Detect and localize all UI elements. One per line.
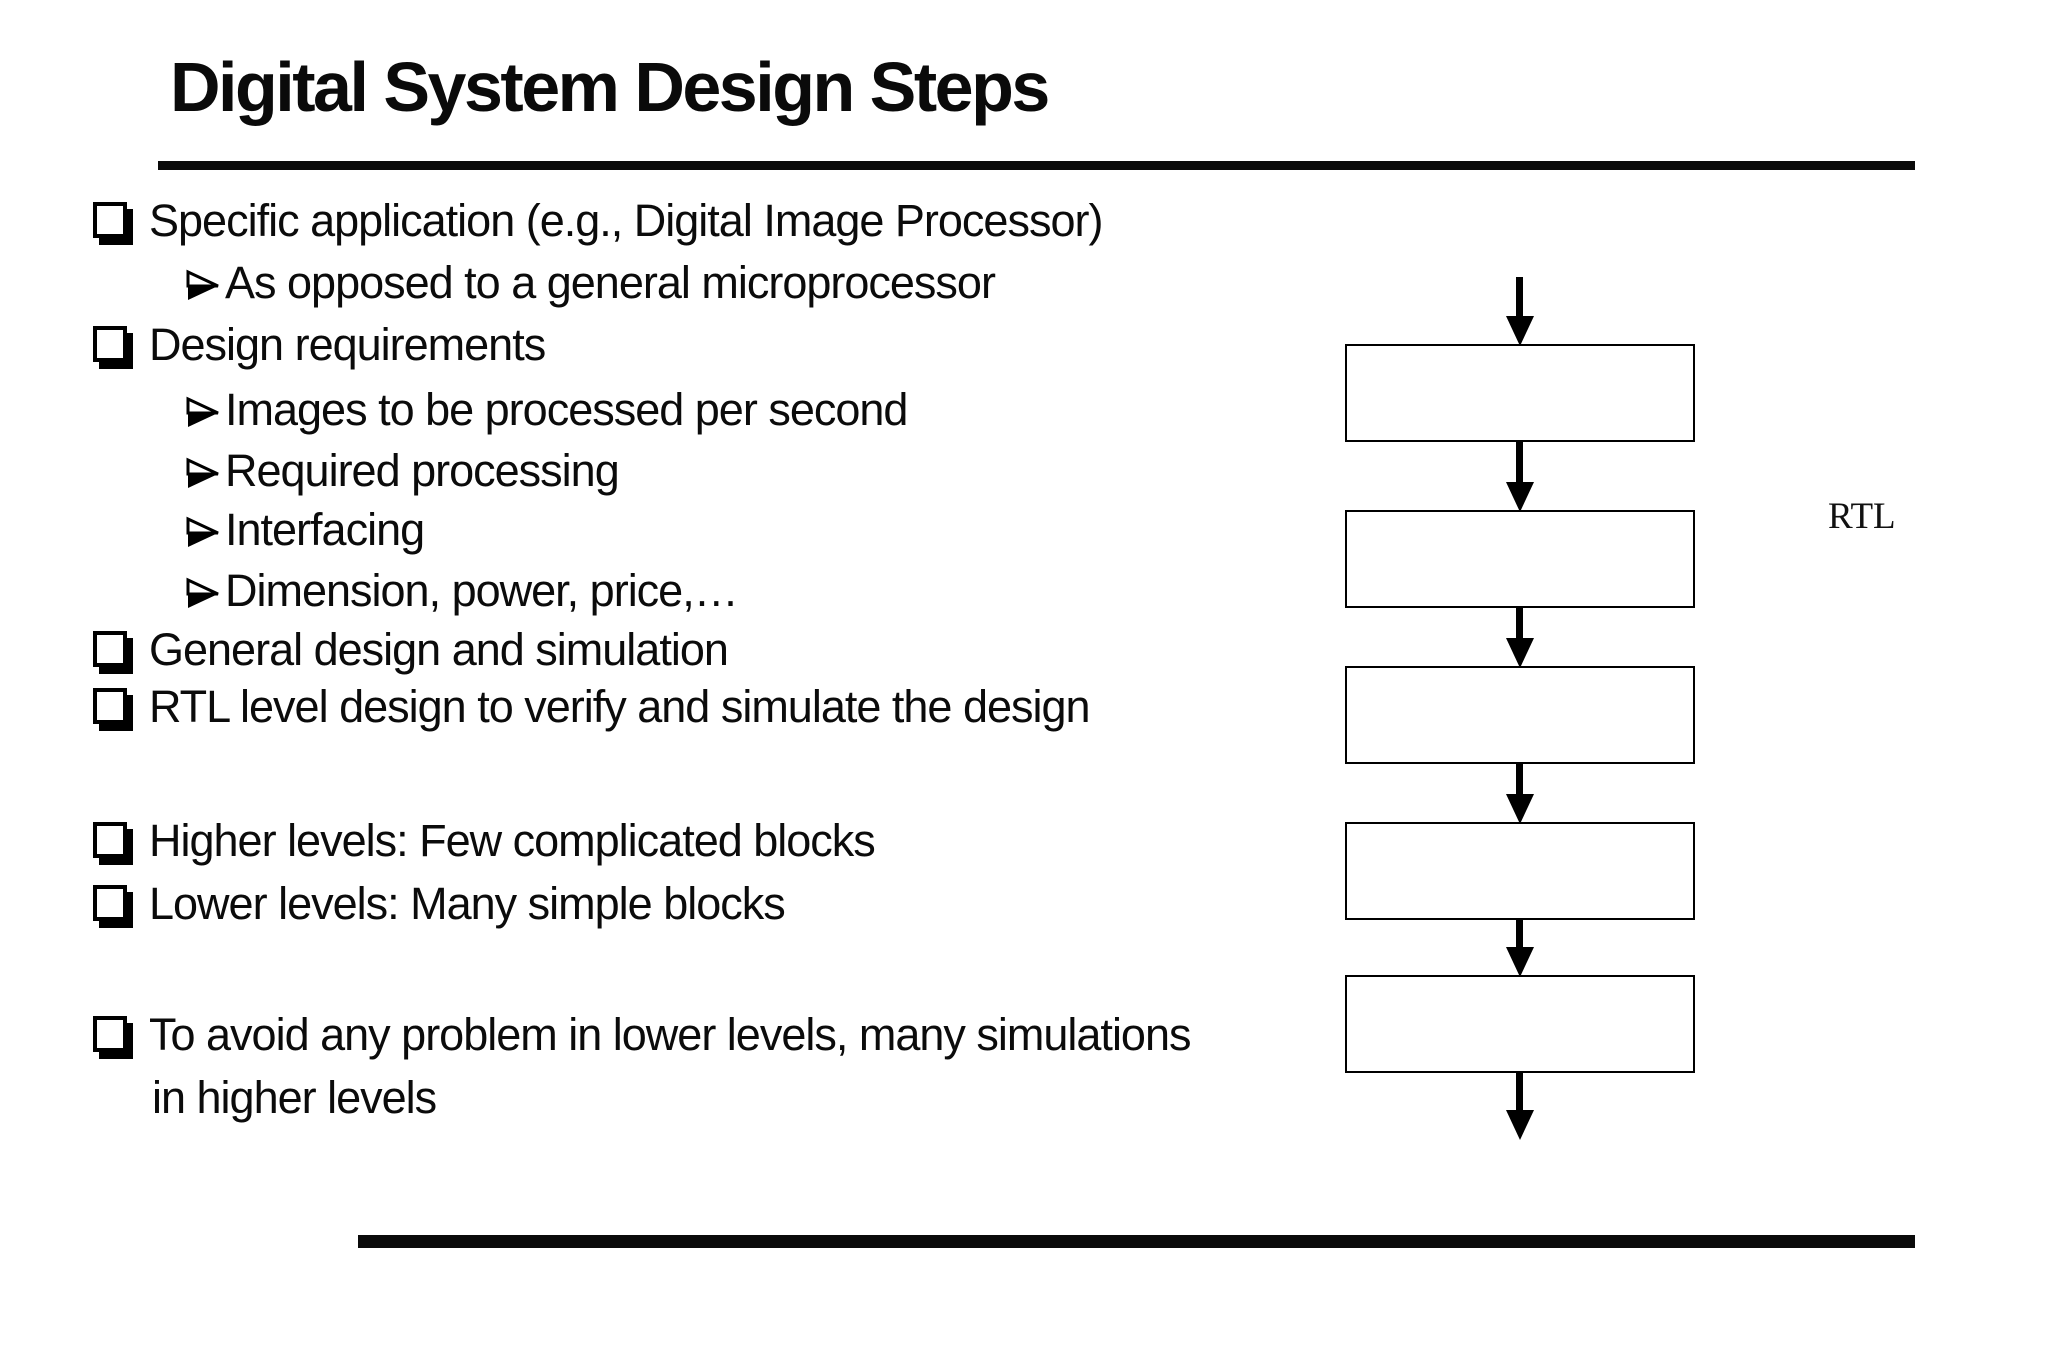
flow-box-3 [1345, 666, 1695, 764]
bullet-text: in higher levels [152, 1072, 437, 1123]
square-bullet-icon [93, 326, 127, 362]
bullet-item: Specific application (e.g., Digital Imag… [93, 195, 1103, 246]
sub-bullet-item: Dimension, power, price,… [185, 565, 739, 616]
bullet-text: Interfacing [225, 504, 425, 555]
arrowhead-bullet-icon [186, 457, 219, 488]
flow-connector-arrow-icon [1506, 441, 1534, 512]
footer-rule [358, 1235, 1915, 1248]
flow-connector-arrow-icon [1506, 918, 1534, 977]
flow-exit-arrow-icon [1506, 1072, 1534, 1140]
bullet-text: Required processing [225, 445, 620, 496]
flow-box-5 [1345, 975, 1695, 1073]
title-underline [158, 161, 1915, 170]
bullet-item: Lower levels: Many simple blocks [93, 878, 786, 929]
sub-bullet-item: As opposed to a general microprocessor [185, 257, 996, 308]
flow-box-2 [1345, 510, 1695, 608]
bullet-item: Higher levels: Few complicated blocks [93, 815, 876, 866]
sub-bullet-item: Images to be processed per second [185, 384, 908, 435]
bullet-text: Higher levels: Few complicated blocks [149, 815, 876, 866]
bullet-item: General design and simulation [93, 624, 729, 675]
sub-bullet-item: Interfacing [185, 504, 425, 555]
bullet-item: RTL level design to verify and simulate … [93, 681, 1091, 732]
arrowhead-bullet-icon [186, 516, 219, 547]
flow-box-4 [1345, 822, 1695, 920]
flow-connector-arrow-icon [1506, 762, 1534, 824]
arrowhead-bullet-icon [186, 269, 219, 300]
sub-bullet-item: Required processing [185, 445, 620, 496]
bullet-text: Design requirements [149, 319, 546, 370]
square-bullet-icon [93, 631, 127, 667]
square-bullet-icon [93, 688, 127, 724]
flow-box-1 [1345, 344, 1695, 442]
bullet-text: Images to be processed per second [225, 384, 908, 435]
arrowhead-bullet-icon [186, 396, 219, 427]
rtl-label: RTL [1828, 496, 1896, 537]
bullet-continuation: in higher levels [152, 1072, 437, 1123]
arrowhead-bullet-icon [186, 577, 219, 608]
flow-entry-arrow-icon [1506, 277, 1534, 346]
flow-connector-arrow-icon [1506, 606, 1534, 668]
square-bullet-icon [93, 202, 127, 238]
bullet-text: Dimension, power, price,… [225, 565, 739, 616]
bullet-text: Lower levels: Many simple blocks [149, 878, 786, 929]
bullet-text: As opposed to a general microprocessor [225, 257, 996, 308]
square-bullet-icon [93, 822, 127, 858]
square-bullet-icon [93, 885, 127, 921]
bullet-text: General design and simulation [149, 624, 729, 675]
square-bullet-icon [93, 1016, 127, 1052]
bullet-text: To avoid any problem in lower levels, ma… [149, 1009, 1191, 1060]
bullet-text: Specific application (e.g., Digital Imag… [149, 195, 1103, 246]
bullet-item: Design requirements [93, 319, 546, 370]
bullet-item: To avoid any problem in lower levels, ma… [93, 1012, 1191, 1057]
bullet-text: RTL level design to verify and simulate … [149, 681, 1091, 732]
page-title: Digital System Design Steps [170, 48, 1050, 126]
